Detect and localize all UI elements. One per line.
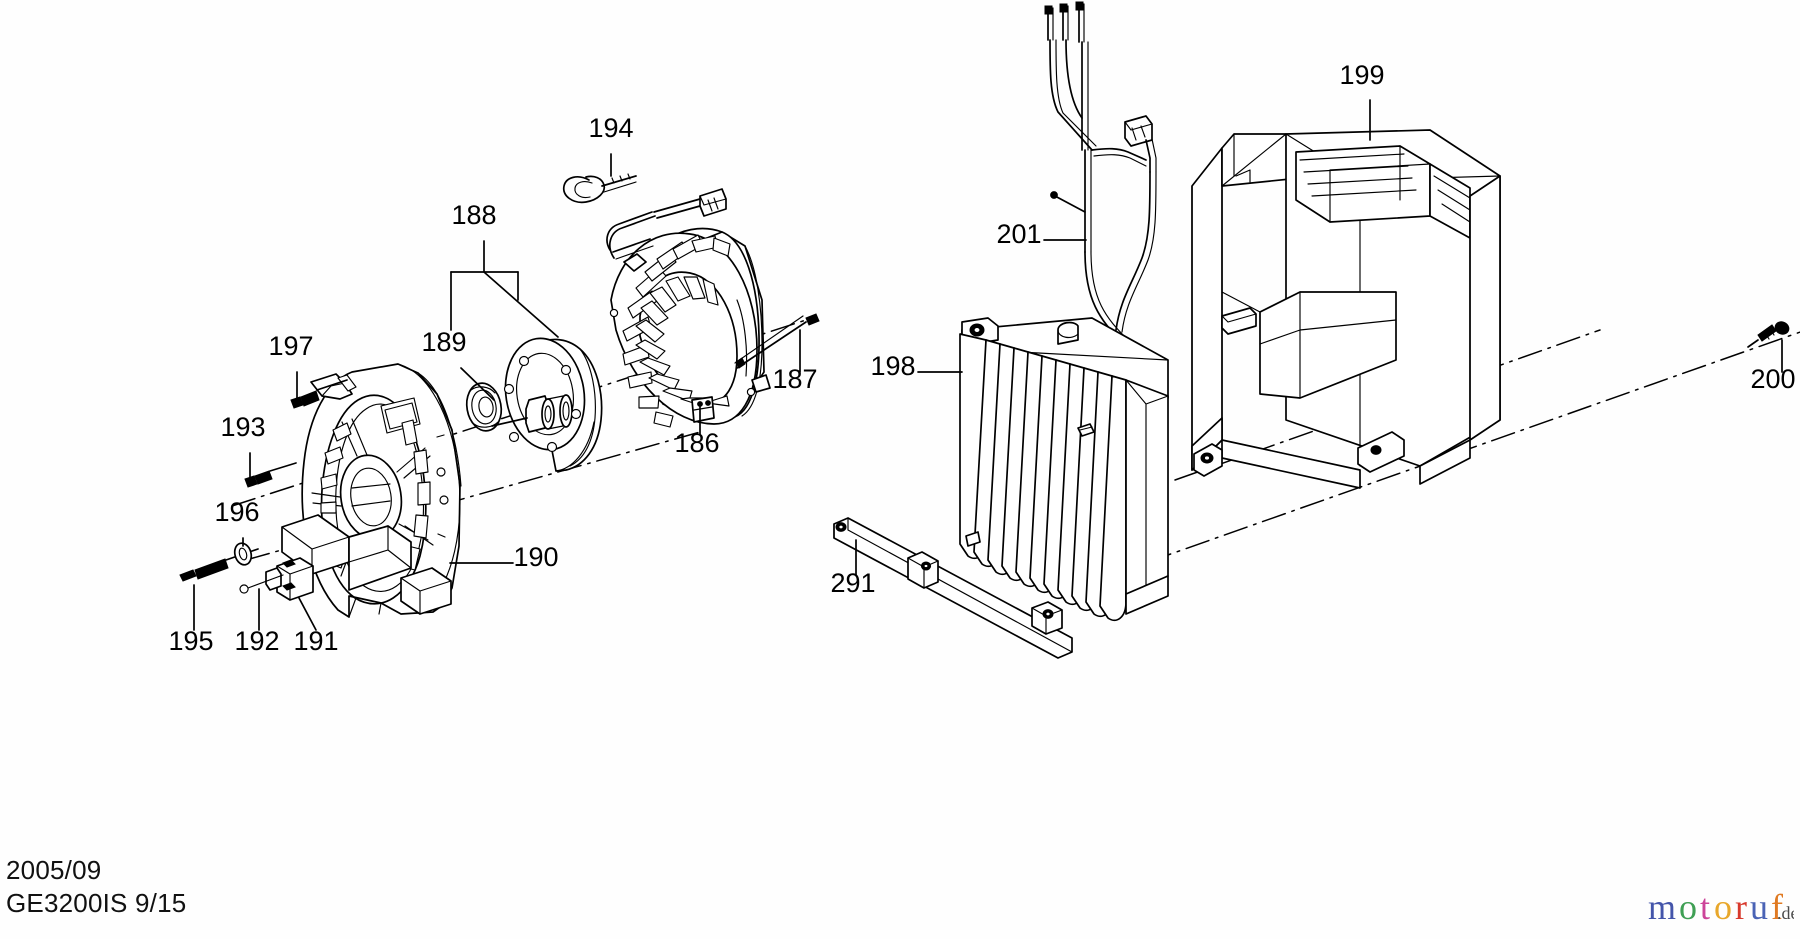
callout-194: 194 [588,113,633,143]
heat-sink-fins [959,333,1127,622]
logo-suffix: .de [1777,903,1794,923]
callout-201: 201 [996,219,1041,249]
callout-189: 189 [421,327,466,357]
callout-191: 191 [293,626,338,656]
part-washer-196 [233,542,253,566]
logo-letter-t: t [1700,887,1710,927]
callout-186: 186 [674,428,719,458]
leader-lines-right [855,99,1783,576]
part-inverter-housing-199 [1191,129,1501,489]
callout-198: 198 [870,351,915,381]
logo-letter-r: r [1735,887,1747,927]
part-end-cover-190 [281,363,462,618]
part-cable-tie-194 [562,173,637,204]
watermark-svg: m o t o r u f .de [1648,887,1799,927]
callout-195: 195 [168,626,213,656]
logo-letter-o1: o [1679,887,1697,927]
logo-letter-o2: o [1714,887,1732,927]
part-pin-187 [734,313,820,369]
part-screw-200 [1747,321,1790,348]
part-switch-191 [239,557,314,601]
part-heat-sink-198 [959,317,1169,622]
part-screw-193 [244,462,297,488]
callout-labels: 186 187 188 189 190 191 192 193 194 195 … [168,60,1795,656]
logo-letter-m: m [1648,887,1676,927]
callout-190: 190 [513,542,558,572]
part-bearing-189 [465,382,503,432]
callout-188: 188 [451,200,496,230]
part-screw-197 [290,379,348,409]
callout-193: 193 [220,412,265,442]
logo-letter-u: u [1750,887,1768,927]
part-rotor-188 [491,337,603,472]
callout-197: 197 [268,331,313,361]
logo-letter-f: f [1771,887,1783,927]
leader-lines-left [193,153,801,631]
part-bracket-291 [833,517,1073,659]
callout-199: 199 [1339,60,1384,90]
callout-192: 192 [234,626,279,656]
motoruf-watermark: m o t o r u f .de [1648,886,1799,930]
part-stator-lead-wire [606,188,727,260]
callout-291: 291 [830,568,875,598]
callout-200: 200 [1750,364,1795,394]
part-stator-186 [609,227,771,428]
footer-model: GE3200IS 9/15 [6,888,187,918]
callout-196: 196 [214,497,259,527]
callout-187: 187 [772,364,817,394]
footer-date: 2005/09 [6,855,102,885]
